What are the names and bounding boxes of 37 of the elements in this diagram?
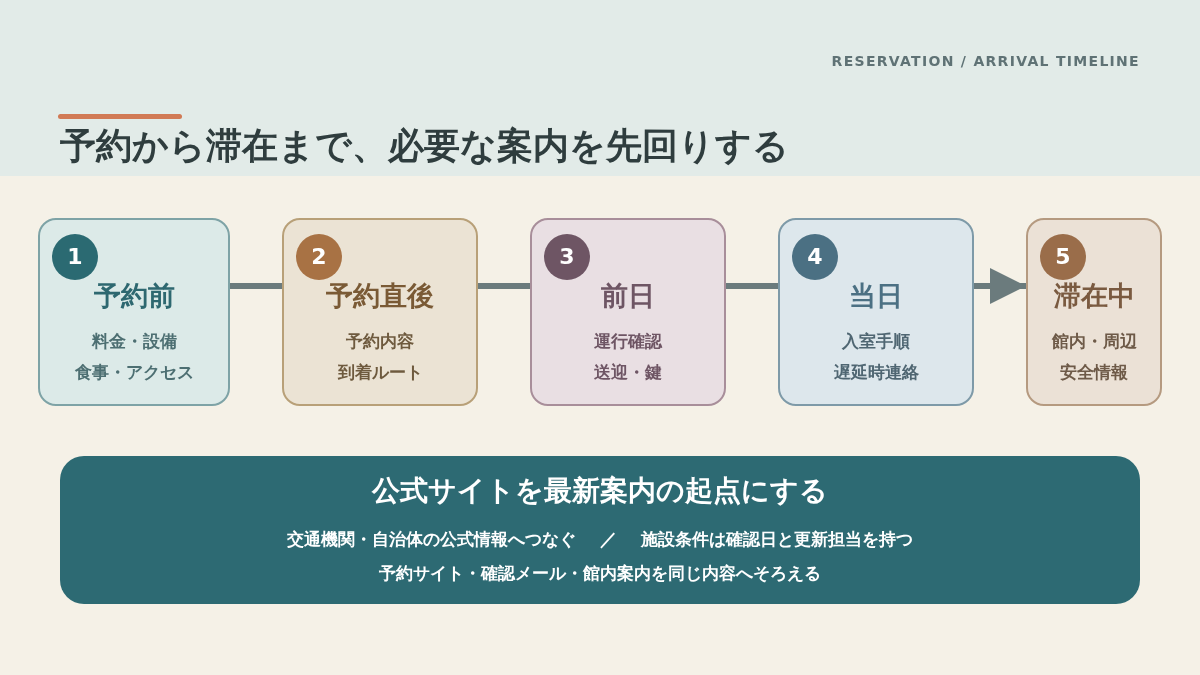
step-number: 3 bbox=[544, 234, 590, 280]
step-detail: 到着ルート bbox=[336, 361, 424, 384]
connector-line bbox=[478, 283, 530, 289]
step-card bbox=[778, 218, 974, 406]
step-card bbox=[38, 218, 230, 406]
step-detail: 食事・アクセス bbox=[73, 361, 195, 384]
step-detail: 館内・周辺 bbox=[1050, 330, 1138, 353]
step-title: 予約前 bbox=[92, 279, 176, 313]
panel-note: 予約サイト・確認メール・館内案内を同じ内容へそろえる bbox=[378, 562, 822, 585]
step-number: 4 bbox=[792, 234, 838, 280]
step-detail: 送迎・鍵 bbox=[593, 361, 663, 384]
panel-note: 交通機関・自治体の公式情報へつなぐ bbox=[287, 529, 576, 549]
step-detail: 入室手順 bbox=[841, 330, 911, 353]
panel-note: 施設条件は確認日と更新担当を持つ bbox=[641, 529, 913, 549]
step-title: 当日 bbox=[848, 279, 904, 313]
step-card bbox=[1026, 218, 1162, 406]
connector-line bbox=[726, 283, 778, 289]
header-tag: RESERVATION / ARRIVAL TIMELINE bbox=[831, 53, 1140, 69]
step-detail: 予約内容 bbox=[345, 330, 415, 353]
step-title: 前日 bbox=[600, 279, 656, 313]
step-number: 2 bbox=[296, 234, 342, 280]
step-detail: 運行確認 bbox=[593, 330, 664, 353]
step-number: 5 bbox=[1040, 234, 1086, 280]
page-title: 予約から滞在まで、必要な案内を先回りする bbox=[60, 123, 789, 168]
step-card bbox=[282, 218, 478, 406]
step-detail: 遅延時連絡 bbox=[832, 361, 920, 384]
panel-heading: 公式サイトを最新案内の起点にする bbox=[370, 473, 829, 509]
step-title: 予約直後 bbox=[325, 279, 435, 313]
arrow bbox=[974, 268, 1026, 304]
step-card bbox=[530, 218, 726, 406]
step-number: 1 bbox=[52, 234, 98, 280]
step-detail: 安全情報 bbox=[1059, 361, 1129, 384]
summary-panel bbox=[60, 456, 1140, 604]
connector-line bbox=[230, 283, 282, 289]
step-title: 滞在中 bbox=[1052, 279, 1136, 313]
separator: ／ bbox=[600, 529, 617, 549]
step-detail: 料金・設備 bbox=[90, 330, 178, 353]
